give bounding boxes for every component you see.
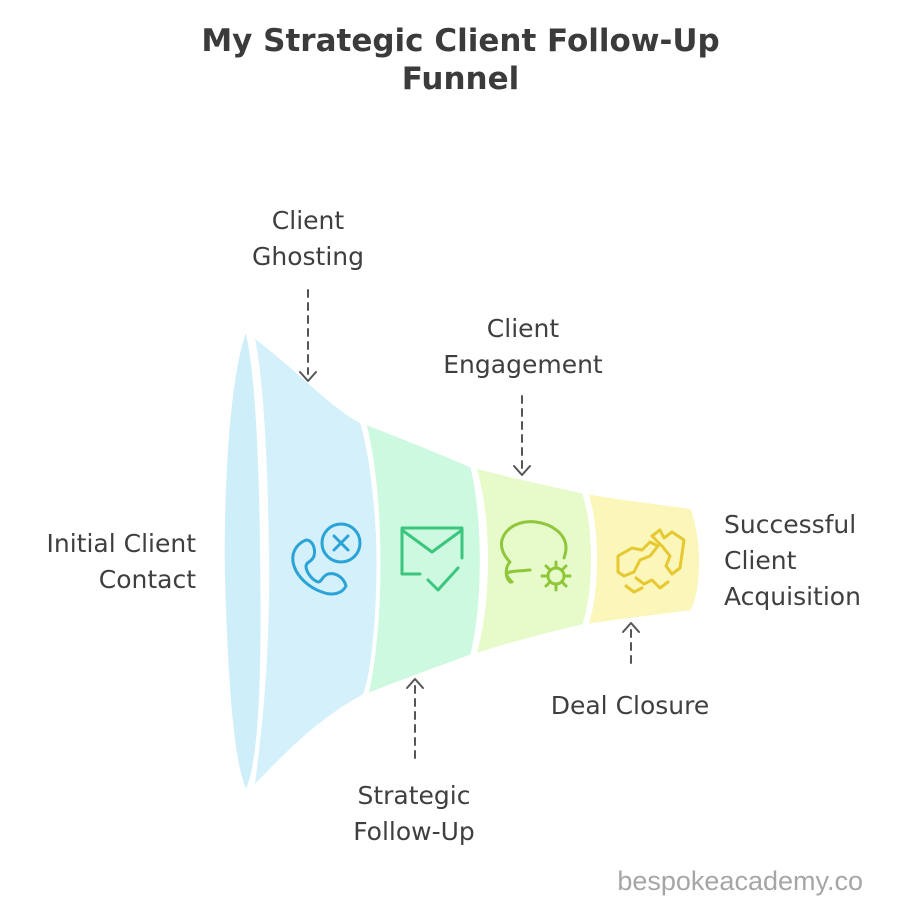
- stage-ghosting-segment: [248, 329, 382, 796]
- chat-gear-icon: [500, 520, 572, 592]
- label-line: Client: [271, 206, 345, 235]
- handshake-icon: [616, 528, 686, 594]
- mail-check-icon: [400, 526, 464, 592]
- label-line: Follow-Up: [353, 817, 475, 846]
- watermark: bespokeacademy.co: [617, 866, 863, 896]
- stage-engagement-segment: [471, 463, 595, 660]
- label-client-ghosting: Client Ghosting: [208, 203, 408, 275]
- label-line: Strategic: [357, 781, 471, 810]
- label-strategic-follow-up: Strategic Follow-Up: [314, 778, 514, 850]
- title-line-2: Funnel: [401, 61, 520, 97]
- label-line: Acquisition: [724, 582, 861, 611]
- funnel-stage-ghosting: [221, 323, 382, 796]
- label-line: Deal Closure: [550, 691, 710, 720]
- label-line: Initial Client: [46, 529, 197, 558]
- label-line: Contact: [98, 565, 196, 594]
- label-client-engagement: Client Engagement: [418, 311, 628, 383]
- diagram-title: My Strategic Client Follow-Up Funnel: [0, 22, 921, 98]
- label-line: Client: [486, 314, 560, 343]
- phone-x-icon: [291, 522, 362, 596]
- funnel-stage-followup: [361, 418, 484, 700]
- label-successful-client-acquisition: Successful Client Acquisition: [724, 507, 914, 615]
- label-line: Successful: [724, 510, 857, 539]
- label-initial-client-contact: Initial Client Contact: [0, 526, 197, 598]
- funnel-mouth: [221, 323, 264, 796]
- arrow-followup: [406, 678, 424, 761]
- arrow-ghosting: [299, 289, 317, 382]
- stage-followup-segment: [361, 418, 484, 700]
- label-line: Engagement: [443, 350, 603, 379]
- funnel-stage-engagement: [471, 463, 595, 660]
- label-line: Client: [724, 546, 797, 575]
- label-deal-closure: Deal Closure: [530, 688, 730, 724]
- arrow-deal: [622, 622, 640, 669]
- arrow-engagement: [513, 395, 531, 476]
- title-line-1: My Strategic Client Follow-Up: [201, 23, 720, 59]
- label-line: Ghosting: [252, 242, 364, 271]
